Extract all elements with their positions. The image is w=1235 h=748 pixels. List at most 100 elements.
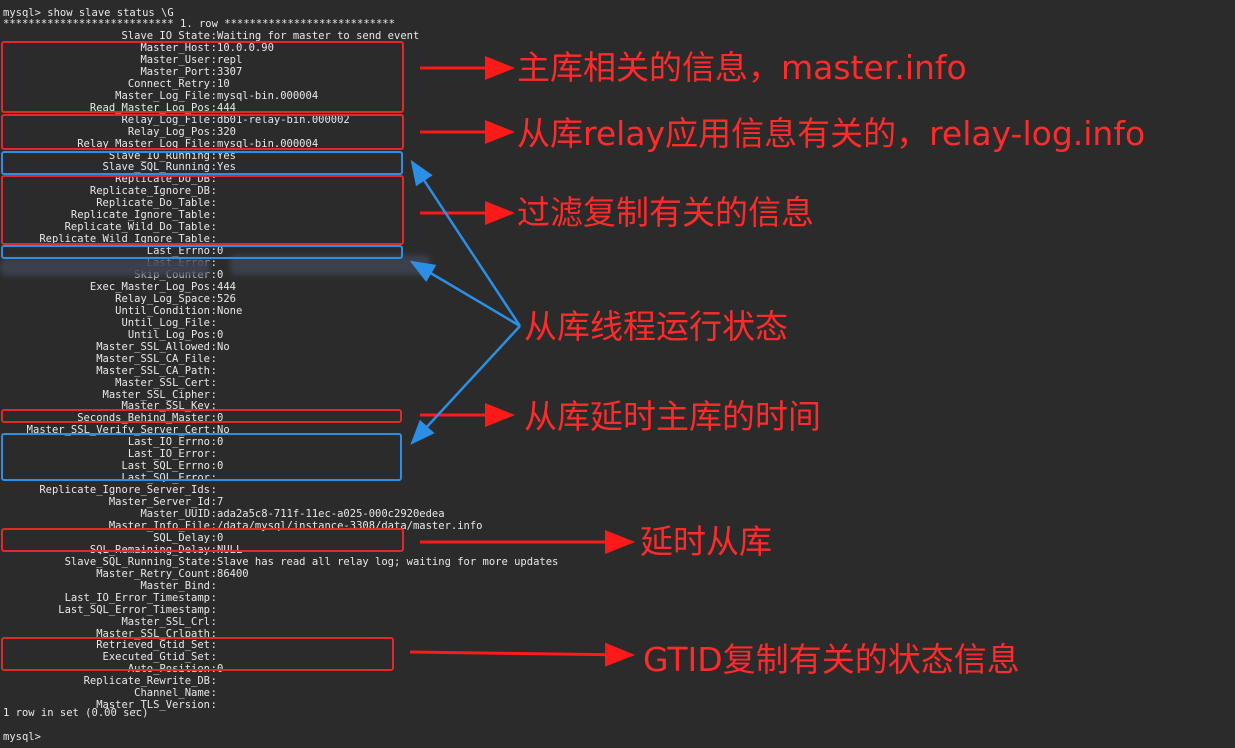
arrow-last-error	[409, 260, 521, 328]
field-key: Slave_SQL_Running_State	[64, 555, 210, 568]
field-colon: :	[210, 484, 217, 497]
field-key: Master_Host	[140, 41, 210, 54]
status-field-row: Exec_Master_Log_Pos:444	[0, 281, 1235, 293]
field-colon: :	[210, 65, 217, 78]
field-value: ada2a5c8-711f-11ec-a025-000c2920edea	[217, 508, 445, 520]
field-key: Replicate_Do_Table	[96, 197, 210, 210]
status-field-row: Last_IO_Errno:0	[0, 436, 1235, 448]
gtid-box	[1, 637, 394, 671]
field-colon: :	[210, 257, 217, 270]
field-colon: :	[210, 77, 217, 90]
field-key: Master_User	[140, 53, 210, 66]
field-key: Master_Retry_Count	[96, 567, 210, 580]
status-field-row: Master_Port:3307	[0, 66, 1235, 78]
field-value: 0	[217, 245, 224, 258]
field-key: Last_SQL_Errno	[121, 460, 210, 473]
field-colon: :	[210, 424, 217, 437]
status-field-row: SQL_Remaining_Delay:NULL	[0, 544, 1235, 556]
field-key: Master_SSL_Allowed	[96, 340, 210, 353]
field-key: SQL_Delay	[153, 531, 210, 544]
annotation-master-info: 主库相关的信息，master.info	[517, 48, 967, 87]
status-field-row: Slave_SQL_Running_State:Slave has read a…	[0, 556, 1235, 568]
field-colon: :	[210, 161, 217, 174]
prompt[interactable]: mysql>	[3, 731, 41, 743]
field-colon: :	[210, 543, 217, 556]
status-field-row: Last_Errno:0	[0, 245, 1235, 257]
field-colon: :	[210, 149, 217, 162]
field-colon: :	[210, 400, 217, 413]
field-key: Until_Log_Pos	[127, 328, 210, 341]
status-field-row: Master_SSL_CA_File:	[0, 353, 1235, 365]
field-value: mysql-bin.000004	[217, 89, 319, 102]
annotation-thread-status: 从库线程运行状态	[524, 307, 788, 346]
status-field-row: Master_SSL_Cert:	[0, 377, 1235, 389]
field-value: 10.0.0.90	[217, 41, 274, 54]
field-value: 3307	[217, 65, 243, 78]
field-colon: :	[210, 89, 217, 102]
field-key: Executed_Gtid_Set	[102, 651, 210, 664]
status-field-row: Master_Server_Id:7	[0, 496, 1235, 508]
field-colon: :	[210, 304, 217, 317]
arrow-io-sql-error	[410, 325, 521, 445]
seconds-behind-box	[1, 409, 402, 423]
status-field-row: Relay_Log_Pos:320	[0, 126, 1235, 138]
result-line: 1 row in set (0.00 sec)	[3, 707, 149, 719]
status-field-row: Replicate_Do_Table:	[0, 197, 1235, 209]
field-value: db01-relay-bin.000002	[217, 113, 350, 126]
field-colon: :	[210, 627, 217, 640]
field-value: repl	[217, 53, 243, 66]
field-value: Waiting for master to send event	[217, 30, 420, 42]
field-key: Last_SQL_Error_Timestamp	[58, 603, 210, 616]
row-header: *************************** 1. row *****…	[3, 18, 395, 30]
relay-log-info-box	[1, 114, 404, 150]
status-field-row: Replicate_Wild_Do_Table:	[0, 221, 1235, 233]
field-colon: :	[210, 496, 217, 509]
field-key: Last_Errno	[146, 245, 210, 258]
field-key: Master_SSL_Cipher	[102, 388, 210, 401]
status-field-row: Replicate_Ignore_DB:	[0, 185, 1235, 197]
field-colon: :	[210, 41, 217, 54]
status-field-row: Master_Bind:	[0, 580, 1235, 592]
field-key: Exec_Master_Log_Pos	[89, 280, 210, 293]
field-key: Last_IO_Errno	[127, 436, 210, 449]
status-field-row: Master_UUID:ada2a5c8-711f-11ec-a025-000c…	[0, 508, 1235, 520]
field-colon: :	[210, 531, 217, 544]
field-value: 444	[217, 101, 236, 114]
field-value: 0	[217, 412, 224, 425]
status-field-row: Connect_Retry:10	[0, 78, 1235, 90]
field-colon: :	[210, 173, 217, 186]
field-key: Connect_Retry	[127, 77, 210, 90]
field-value: 444	[217, 280, 236, 293]
field-colon: :	[210, 376, 217, 389]
field-key: Relay_Log_Pos	[127, 125, 210, 138]
field-key: Slave_SQL_Running	[102, 161, 210, 174]
field-colon: :	[210, 125, 217, 138]
sql-delay-box	[1, 528, 404, 552]
field-colon: :	[210, 197, 217, 210]
field-value: NULL	[217, 543, 243, 556]
field-value: Slave has read all relay log; waiting fo…	[217, 555, 559, 568]
field-colon: :	[210, 567, 217, 580]
status-field-row: Master_Host:10.0.0.90	[0, 42, 1235, 54]
field-key: Replicate_Wild_Do_Table	[64, 221, 210, 234]
field-key: Master_SSL_Crlpath	[96, 627, 210, 640]
status-field-row: Master_SSL_Allowed:No	[0, 341, 1235, 353]
status-field-row: Master_SSL_Crlpath:	[0, 628, 1235, 640]
field-key: Master_TLS_Version	[96, 699, 210, 712]
field-colon: :	[210, 280, 217, 293]
status-field-row: Replicate_Ignore_Server_Ids:	[0, 484, 1235, 496]
status-field-row: Executed_Gtid_Set:	[0, 651, 1235, 663]
annotation-relay-log-info: 从库relay应用信息有关的，relay-log.info	[517, 114, 1146, 153]
field-value: 0	[217, 460, 224, 473]
status-field-row: Last_SQL_Errno:0	[0, 460, 1235, 472]
status-field-row: Last_IO_Error:	[0, 448, 1235, 460]
field-colon: :	[210, 245, 217, 258]
field-colon: :	[210, 269, 217, 281]
status-field-row: Read_Master_Log_Pos:444	[0, 102, 1235, 114]
field-value: 0	[217, 531, 224, 544]
field-colon: :	[210, 412, 217, 425]
field-colon: :	[210, 113, 217, 126]
field-colon: :	[210, 508, 217, 520]
field-value: Yes	[217, 161, 236, 174]
